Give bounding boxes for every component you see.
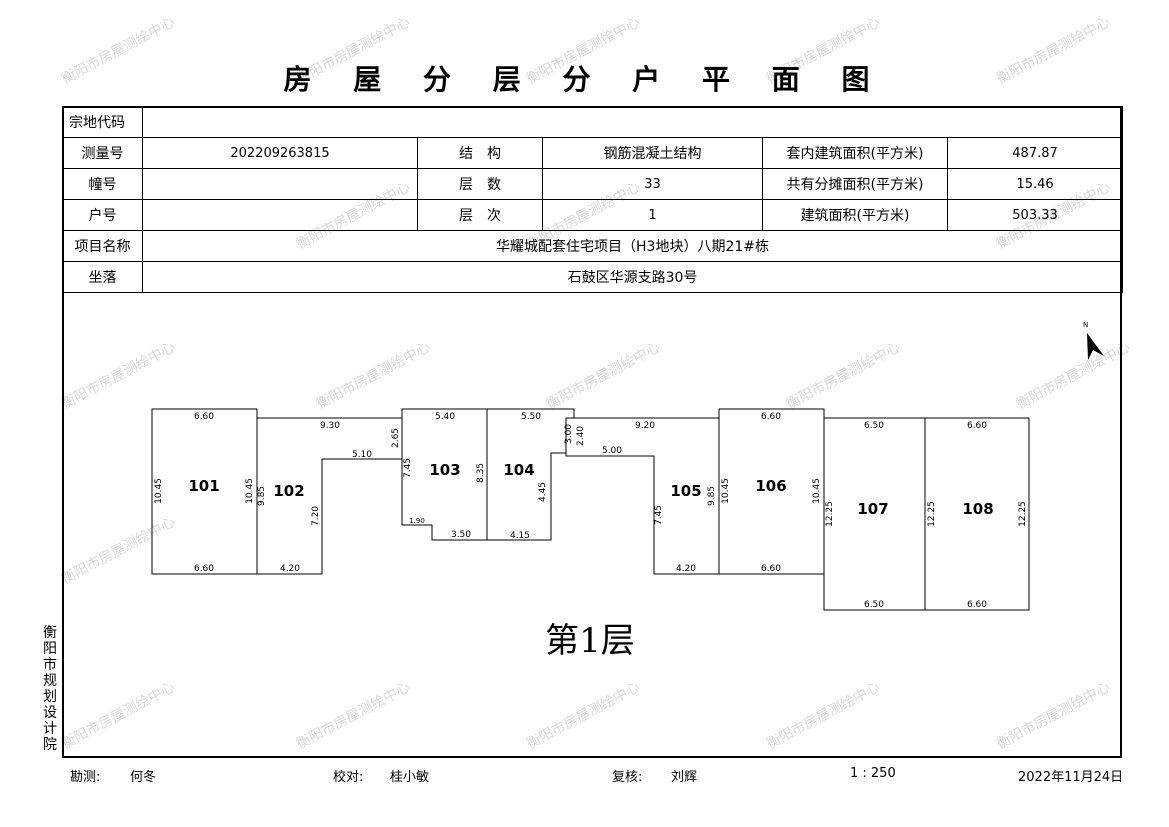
- structure-value: 钢筋混凝土结构: [542, 137, 763, 169]
- institute-vertical-text: 衡阳市规划设计院: [43, 625, 57, 753]
- table-row: 测量号 202209263815 结 构 钢筋混凝土结构 套内建筑面积(平方米)…: [62, 137, 1124, 169]
- location-label: 坐落: [62, 261, 143, 293]
- dimension-label: 12.25: [825, 501, 835, 527]
- dimension-label: 4.20: [280, 564, 300, 574]
- scale: 1 : 250: [850, 766, 896, 781]
- unit-label: 户号: [62, 199, 143, 231]
- survey-name: 何冬: [130, 770, 157, 785]
- dimension-label: 4.45: [538, 482, 548, 502]
- check-label: 校对:: [333, 770, 364, 785]
- zongdi-value: [141, 106, 1124, 138]
- dimension-label: 10.45: [721, 478, 731, 504]
- dimension-label: 9.85: [707, 486, 717, 506]
- dimension-label: 9.20: [635, 421, 655, 431]
- location-value: 石鼓区华源支路30号: [141, 261, 1124, 293]
- dimension-label: 9.30: [320, 421, 340, 431]
- project-value: 华耀城配套住宅项目（H3地块）八期21#栋: [141, 230, 1124, 262]
- dimension-label: 4.20: [676, 564, 696, 574]
- room-label: 102: [273, 482, 304, 500]
- structure-label: 结 构: [417, 137, 543, 169]
- date: 2022年11月24日: [1018, 770, 1124, 785]
- dimension-label: 10.45: [154, 478, 164, 504]
- dimension-label: 2.40: [576, 426, 586, 446]
- dimension-label: 5.50: [521, 412, 541, 422]
- dimension-label: 7.45: [654, 505, 664, 525]
- room-label: 104: [503, 461, 534, 479]
- floors-value: 33: [542, 168, 763, 200]
- shared-area-label: 共有分摊面积(平方米): [762, 168, 948, 200]
- dimension-label: 6.60: [761, 412, 781, 422]
- dimension-label: 6.60: [967, 600, 987, 610]
- dimension-label: 6.60: [194, 564, 214, 574]
- floor-plan: 101 102 103 104 105 106 107 108 6.60 6.6…: [151, 321, 1104, 661]
- room-label: 105: [670, 482, 701, 500]
- total-area-label: 建筑面积(平方米): [762, 199, 948, 231]
- table-row: 宗地代码: [62, 106, 1124, 138]
- dimension-label: 6.60: [194, 412, 214, 422]
- dimension-label: 5.00: [602, 446, 622, 456]
- svg-text:N: N: [1083, 321, 1088, 329]
- survey-label: 勘测:: [70, 770, 101, 785]
- inner-area-value: 487.87: [946, 137, 1124, 169]
- dimension-label: 5.10: [352, 450, 372, 460]
- dimension-label: 3.50: [451, 530, 471, 540]
- dimension-label: 2.65: [391, 428, 401, 448]
- survey-label: 测量号: [62, 137, 143, 169]
- floor-label: 第1层: [545, 621, 635, 661]
- project-label: 项目名称: [62, 230, 143, 262]
- dimension-label: 8.35: [476, 463, 486, 483]
- room-label: 103: [429, 461, 460, 479]
- check-name: 桂小敏: [390, 770, 430, 785]
- dimension-label: 12.25: [927, 501, 937, 527]
- review-name: 刘辉: [671, 770, 698, 785]
- room-label: 101: [188, 477, 219, 495]
- shared-area-value: 15.46: [946, 168, 1124, 200]
- dimension-label: 9.85: [257, 486, 267, 506]
- dimension-label: 4.15: [510, 531, 530, 541]
- building-label: 幢号: [62, 168, 143, 200]
- table-row: 户号 层 次 1 建筑面积(平方米) 503.33: [62, 199, 1124, 231]
- dimension-label: 6.50: [864, 421, 884, 431]
- dimension-label: 6.60: [967, 421, 987, 431]
- table-row: 幢号 层 数 33 共有分摊面积(平方米) 15.46: [62, 168, 1124, 200]
- room-label: 108: [962, 500, 993, 518]
- dimension-label: 10.45: [812, 478, 822, 504]
- dimension-label: 10.45: [245, 478, 255, 504]
- dimension-label: 7.45: [403, 458, 413, 478]
- room-label: 106: [755, 477, 786, 495]
- survey-value: 202209263815: [142, 137, 418, 169]
- north-arrow-icon: N: [1083, 321, 1104, 360]
- page-title: 房 屋 分 层 分 户 平 面 图: [283, 63, 886, 96]
- dimension-label: 3.00: [564, 424, 574, 444]
- dimension-label: 12.25: [1018, 501, 1028, 527]
- dimension-label: 1.90: [409, 517, 425, 525]
- review-label: 复核:: [612, 770, 643, 785]
- table-row: 项目名称 华耀城配套住宅项目（H3地块）八期21#栋: [62, 230, 1124, 262]
- dimension-label: 7.20: [311, 506, 321, 526]
- total-area-value: 503.33: [946, 199, 1124, 231]
- floors-label: 层 数: [417, 168, 543, 200]
- dimension-label: 6.50: [864, 600, 884, 610]
- unit-value: [142, 199, 418, 231]
- zongdi-label: 宗地代码: [62, 106, 143, 138]
- dimension-label: 6.60: [761, 564, 781, 574]
- room-108-outline: [924, 417, 1030, 611]
- floor-value: 1: [542, 199, 763, 231]
- info-table: 宗地代码 测量号 202209263815 结 构 钢筋混凝土结构 套内建筑面积…: [62, 106, 1124, 293]
- dimension-label: 5.40: [435, 412, 455, 422]
- building-value: [142, 168, 418, 200]
- room-label: 107: [857, 500, 888, 518]
- table-row: 坐落 石鼓区华源支路30号: [62, 261, 1124, 293]
- inner-area-label: 套内建筑面积(平方米): [762, 137, 948, 169]
- floor-label: 层 次: [417, 199, 543, 231]
